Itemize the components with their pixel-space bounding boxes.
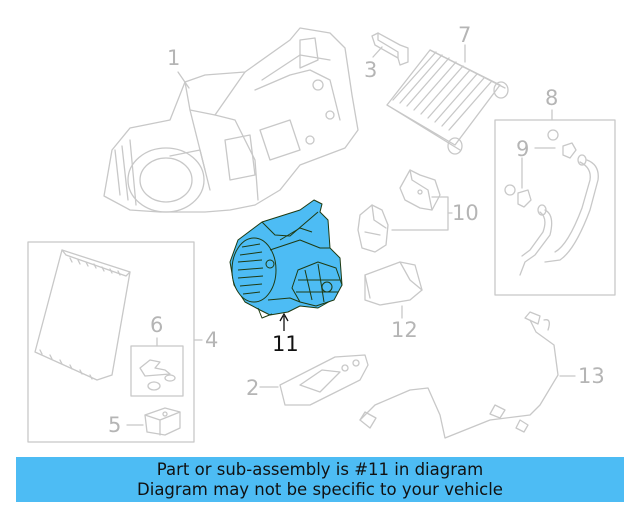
- callout-arrows: [126, 44, 576, 426]
- callout-10[interactable]: 10: [452, 201, 479, 225]
- actuator-part-10-upper: [399, 169, 441, 211]
- info-banner: Part or sub-assembly is #11 in diagram D…: [16, 457, 624, 502]
- callout-11[interactable]: 11: [272, 332, 299, 356]
- actuator-part-10-lower: [357, 204, 389, 253]
- callout-3[interactable]: 3: [364, 58, 378, 82]
- module-part-12: [364, 261, 423, 319]
- callout-10-lines: [391, 196, 453, 231]
- hvac-housing-part-1: [103, 27, 359, 213]
- callout-2[interactable]: 2: [246, 376, 260, 400]
- banner-line-disclaimer: Diagram may not be specific to your vehi…: [137, 480, 503, 499]
- wiring-harness-part-13: [359, 311, 559, 439]
- duct-part-2: [279, 354, 369, 406]
- callout-1[interactable]: 1: [167, 46, 181, 70]
- banner-line-part-number: Part or sub-assembly is #11 in diagram: [156, 460, 484, 479]
- callout-8[interactable]: 8: [545, 86, 559, 110]
- hose-assembly-part-8: [494, 109, 616, 296]
- callout-5[interactable]: 5: [108, 413, 122, 437]
- callout-7[interactable]: 7: [458, 23, 472, 47]
- callout-12[interactable]: 12: [391, 318, 418, 342]
- callout-6[interactable]: 6: [150, 313, 164, 337]
- callout-11-arrow: [279, 312, 289, 331]
- valve-part-5: [144, 407, 181, 436]
- heater-core-part-7: [386, 49, 509, 155]
- seal-kit-part-6: [130, 337, 184, 397]
- callout-13[interactable]: 13: [578, 364, 605, 388]
- sensor-part-3: [371, 32, 409, 66]
- evaporator-part-4: [27, 241, 203, 443]
- callout-9[interactable]: 9: [516, 137, 530, 161]
- blower-motor-part-11: [229, 199, 343, 319]
- callout-4[interactable]: 4: [205, 328, 219, 352]
